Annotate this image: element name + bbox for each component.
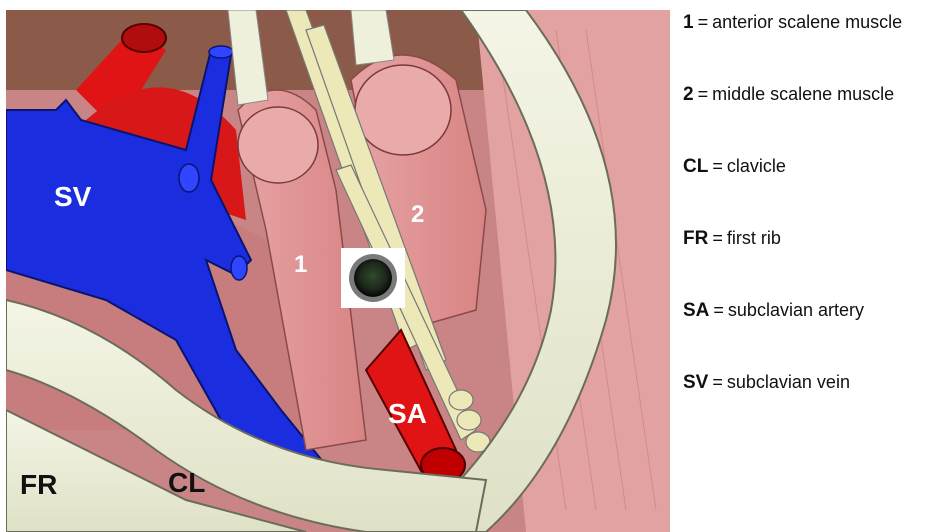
- legend-text: middle scalene muscle: [712, 84, 894, 104]
- legend-equals: =: [712, 228, 723, 248]
- legend-item-sa: SA=subclavian artery: [683, 300, 864, 322]
- legend-text: first rib: [727, 228, 781, 248]
- middle-scalene-cut-surface: [355, 65, 451, 155]
- legend-key: 2: [683, 84, 694, 105]
- label-sa: SA: [388, 398, 427, 429]
- legend-text: subclavian vein: [727, 372, 850, 392]
- legend-equals: =: [712, 156, 723, 176]
- legend-key: SA: [683, 300, 709, 321]
- label-2: 2: [411, 201, 424, 228]
- legend-key: 1: [683, 12, 694, 33]
- record-button-icon[interactable]: [354, 259, 392, 297]
- label-1: 1: [294, 251, 307, 278]
- anatomy-drawing: SV 1 2 SA FR CL: [6, 10, 670, 532]
- label-fr: FR: [20, 469, 57, 500]
- vein-branch-mid: [179, 164, 199, 192]
- legend-key: FR: [683, 228, 708, 249]
- legend-key: CL: [683, 156, 708, 177]
- record-button[interactable]: [341, 248, 405, 308]
- legend-key: SV: [683, 372, 708, 393]
- label-sv: SV: [54, 181, 92, 212]
- vein-branch-top: [209, 46, 233, 58]
- vein-branch-lower: [231, 256, 247, 280]
- middle-scalene-tendon: [351, 10, 394, 65]
- legend-item-fr: FR=first rib: [683, 228, 781, 250]
- anterior-scalene-cut-surface: [238, 107, 318, 183]
- legend-item-cl: CL=clavicle: [683, 156, 786, 178]
- legend-item-1: 1=anterior scalene muscle: [683, 12, 902, 34]
- label-cl: CL: [168, 467, 205, 498]
- legend-equals: =: [713, 300, 724, 320]
- legend-equals: =: [698, 12, 709, 32]
- legend-equals: =: [698, 84, 709, 104]
- legend-text: subclavian artery: [728, 300, 864, 320]
- legend-text: anterior scalene muscle: [712, 12, 902, 32]
- anatomy-illustration: SV 1 2 SA FR CL: [6, 10, 670, 532]
- artery-lumen: [122, 24, 166, 52]
- legend-equals: =: [712, 372, 723, 392]
- legend-item-2: 2=middle scalene muscle: [683, 84, 894, 106]
- legend-text: clavicle: [727, 156, 786, 176]
- legend-item-sv: SV=subclavian vein: [683, 372, 850, 394]
